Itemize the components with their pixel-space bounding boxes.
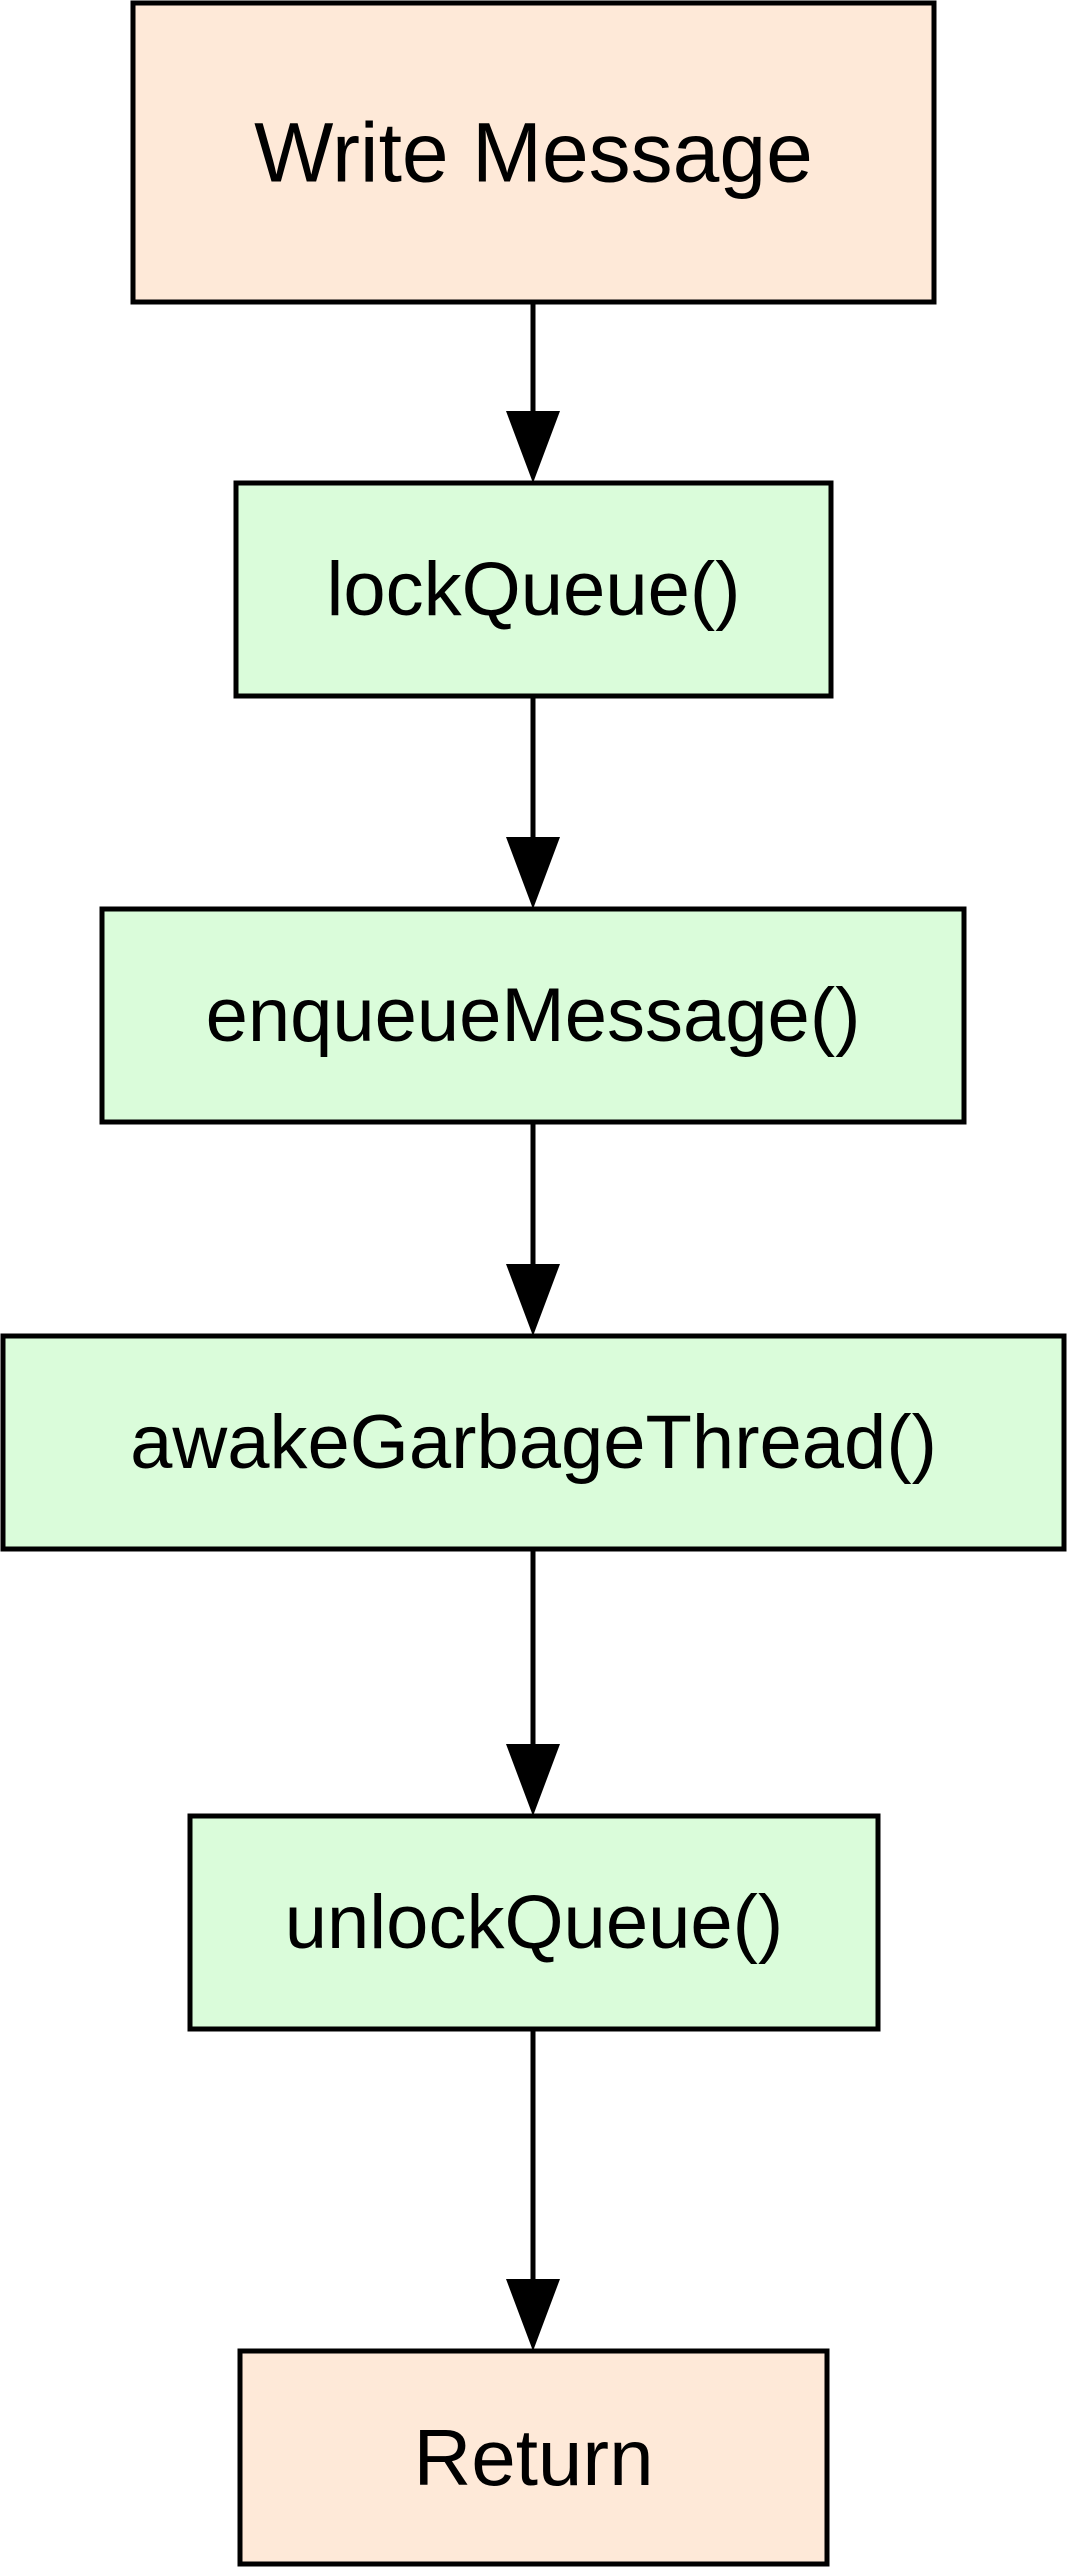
awake-garbage-thread-node: awakeGarbageThread()	[0, 1333, 1067, 1552]
return-label: Return	[413, 2413, 653, 2502]
lock-queue-box	[233, 480, 834, 699]
arrow-head	[506, 1264, 560, 1336]
unlock-queue-box	[187, 1813, 881, 2032]
arrow-lock-queue-to-enqueue-message	[506, 696, 560, 909]
write-message-box	[130, 0, 937, 305]
enqueue-message-label: enqueueMessage()	[206, 973, 861, 1058]
awake-garbage-thread-box	[0, 1333, 1067, 1552]
lock-queue-label: lockQueue()	[327, 547, 741, 632]
arrow-unlock-queue-to-return	[506, 2029, 560, 2351]
arrow-head	[506, 2279, 560, 2351]
arrow-head	[506, 1744, 560, 1816]
lock-queue-node: lockQueue()	[233, 480, 834, 699]
write-message-node: Write Message	[130, 0, 937, 305]
return-box	[237, 2348, 830, 2567]
arrow-write-message-to-lock-queue	[506, 302, 560, 483]
arrow-awake-garbage-thread-to-unlock-queue	[506, 1549, 560, 1816]
awake-garbage-thread-label: awakeGarbageThread()	[130, 1400, 937, 1485]
write-message-label: Write Message	[254, 106, 813, 200]
arrow-head	[506, 837, 560, 909]
enqueue-message-node: enqueueMessage()	[99, 906, 967, 1125]
arrow-head	[506, 411, 560, 483]
return-node: Return	[237, 2348, 830, 2567]
edges-layer	[506, 302, 560, 2351]
unlock-queue-node: unlockQueue()	[187, 1813, 881, 2032]
enqueue-message-box	[99, 906, 967, 1125]
arrow-enqueue-message-to-awake-garbage-thread	[506, 1122, 560, 1336]
unlock-queue-label: unlockQueue()	[285, 1880, 784, 1965]
